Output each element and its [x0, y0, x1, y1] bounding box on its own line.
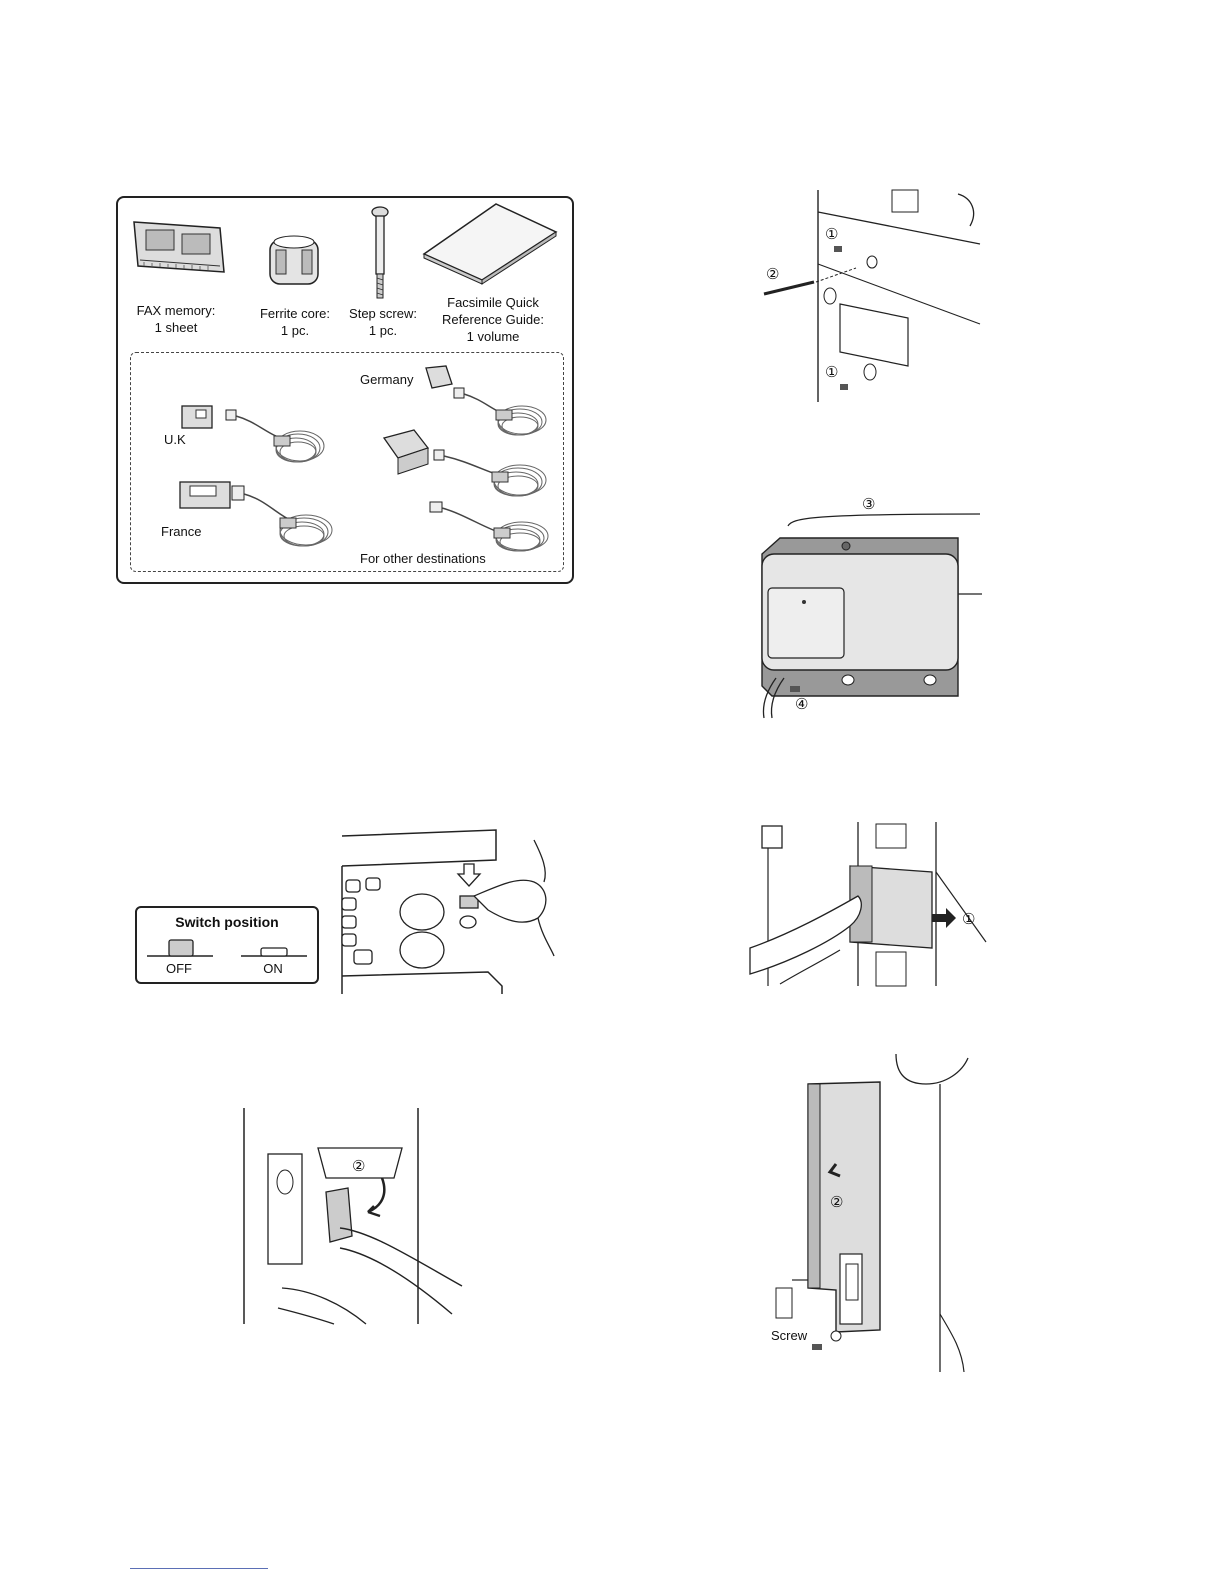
step-2-marker-bracket: ② [830, 1194, 843, 1211]
cover-removal-illustration [752, 512, 982, 718]
step-1-marker-top: ① [825, 226, 838, 243]
france-cable-illustration [176, 474, 336, 554]
ferrite-core-illustration [262, 232, 326, 294]
screw-label: Screw [771, 1327, 807, 1344]
fax-memory-name: FAX memory: [128, 302, 224, 319]
step-screw-illustration [368, 206, 392, 302]
control-panel-illustration [338, 826, 554, 996]
switch-on-icon [241, 936, 307, 958]
bracket-removal-illustration [776, 1054, 982, 1372]
reference-guide-illustration [420, 202, 560, 282]
rear-panel-screws-illustration [758, 188, 982, 404]
slide-cover-illustration [750, 822, 990, 988]
fax-memory-illustration [128, 216, 228, 286]
ferrite-core-name: Ferrite core: [250, 305, 340, 322]
ferrite-core-qty: 1 pc. [250, 322, 340, 339]
step-screw-qty: 1 pc. [340, 322, 426, 339]
reference-guide-name-2: Reference Guide: [436, 311, 550, 328]
step-screw-name: Step screw: [340, 305, 426, 322]
step-4-marker: ④ [795, 696, 808, 713]
step-2-marker-main-switch: ② [352, 1158, 365, 1175]
switch-on-label: ON [253, 960, 293, 977]
uk-label: U.K [164, 431, 186, 448]
reference-guide-name: Facsimile Quick [436, 294, 550, 311]
other-destinations-label: For other destinations [360, 550, 486, 567]
step-1-marker-slide: ① [962, 911, 975, 928]
fax-memory-qty: 1 sheet [128, 319, 224, 336]
switch-off-icon [147, 936, 213, 958]
reference-guide-qty: 1 volume [436, 328, 550, 345]
switch-position-title: Switch position [137, 914, 317, 930]
france-label: France [161, 523, 201, 540]
main-power-switch-illustration [242, 1108, 464, 1326]
uk-cable-illustration [178, 396, 328, 474]
step-2-marker-screw: ② [766, 266, 779, 283]
step-3-marker: ③ [862, 496, 875, 513]
germany-label: Germany [360, 371, 413, 388]
step-1-marker-bottom: ① [825, 364, 838, 381]
switch-off-label: OFF [159, 960, 199, 977]
switch-position-box: Switch position OFF ON [135, 906, 319, 984]
footer-rule [130, 1568, 268, 1569]
adapter-cable-illustration [380, 428, 550, 504]
